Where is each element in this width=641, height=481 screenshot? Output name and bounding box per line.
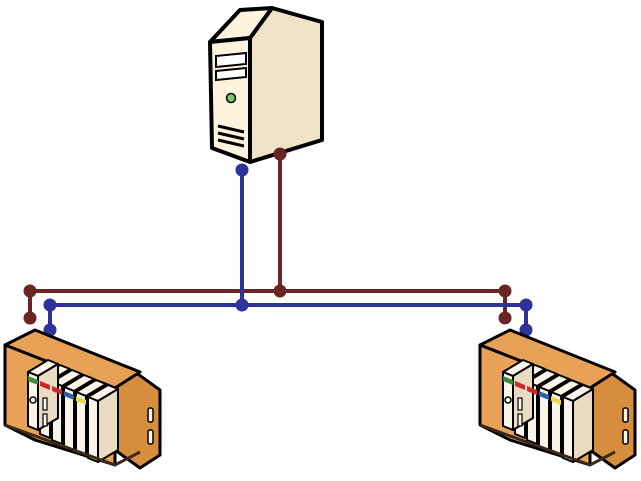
network-b-lines xyxy=(48,170,528,330)
plc-rack-left-icon xyxy=(3,328,162,470)
power-led-icon xyxy=(225,92,237,104)
network-a-lines xyxy=(28,154,507,318)
network-a-nodes xyxy=(23,147,512,325)
server-tower-icon xyxy=(208,6,324,164)
network-b-nodes xyxy=(43,163,533,337)
plc-rack-right-icon xyxy=(478,328,637,470)
